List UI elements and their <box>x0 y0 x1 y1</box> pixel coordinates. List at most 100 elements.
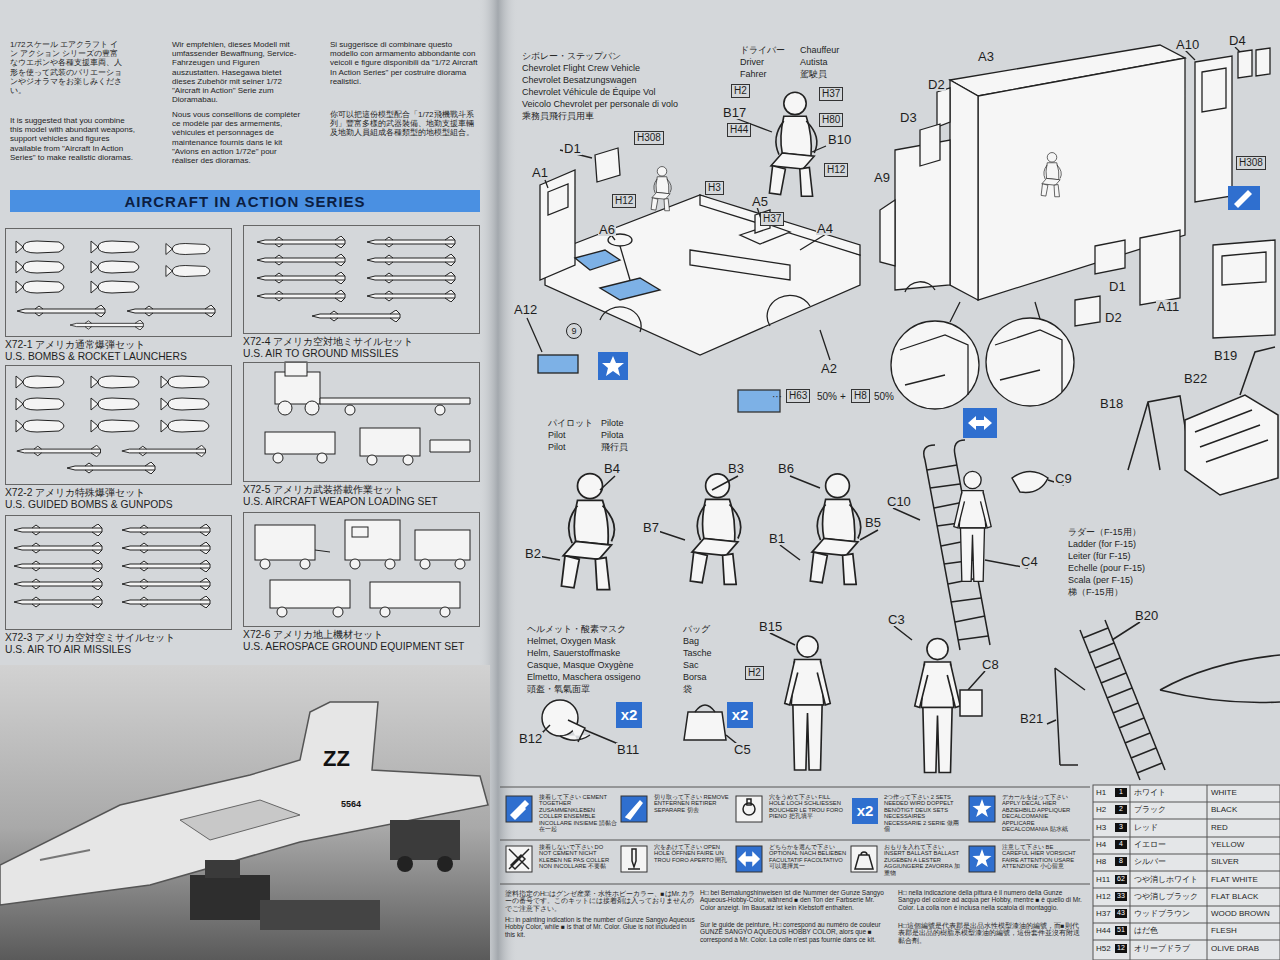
legend-text: どちらかを選んで下さい OPTIONAL NACH BELIEBEN FACUL… <box>769 844 847 870</box>
text: H□ in painting indication is the number … <box>505 916 695 938</box>
text: Pilot <box>548 442 566 452</box>
quantity-badge: x2 <box>727 702 753 728</box>
text: 乘務員飛行員用車 <box>522 111 594 121</box>
node-text: AIRCRAFT IN ACTION SERIES <box>124 193 365 210</box>
part-number: C5 <box>733 743 752 756</box>
part-number: B22 <box>1183 372 1208 385</box>
paint-callout: H2 <box>745 666 764 680</box>
part-number: B18 <box>1099 397 1124 410</box>
text: H2 <box>1096 805 1106 814</box>
symbol-star <box>973 849 992 867</box>
photo-marking: ZZ <box>322 748 351 770</box>
color-number: 4 <box>1115 840 1127 849</box>
text: H□ nella indicazione della pittura è il … <box>898 889 1083 911</box>
part-number: B12 <box>518 732 543 745</box>
part-number: B4 <box>603 462 621 475</box>
text: Sur le guide de peinture, H□ correspond … <box>700 921 890 943</box>
symbol-mark <box>509 849 529 869</box>
paint-callout: H308 <box>1236 156 1266 170</box>
part-number: B11 <box>616 743 640 756</box>
text: Echelle (pour F-15) <box>1068 563 1145 573</box>
text: Si suggerisce di combinare questo modell… <box>330 40 480 86</box>
symbol-mark <box>743 799 755 815</box>
legend-symbol <box>505 845 533 873</box>
part-number: D2 <box>1104 311 1123 324</box>
text: Pilot <box>548 430 566 440</box>
node-text: H2 <box>734 85 747 97</box>
decal-number: 9 <box>566 323 582 339</box>
text: Chevrolet Véhicule de Équipe Vol <box>522 87 656 97</box>
node-text: U.S. AIRCRAFT WEAPON LOADING SET <box>243 496 480 508</box>
legend-symbol <box>735 795 763 823</box>
text: Sac <box>683 660 699 670</box>
node-text: H3 <box>708 182 721 194</box>
legend-symbol <box>735 845 763 873</box>
text: ヘルメット・酸素マスク <box>527 624 626 634</box>
part-number: B7 <box>642 521 660 534</box>
text: Chevrolet Flight Crew Vehicle <box>522 63 640 73</box>
part-number: A11 <box>1156 300 1180 313</box>
text: H37 <box>1096 909 1111 918</box>
legend-text: 切り取って下さい REMOVE ENTFERNEN RETIRER SEPARA… <box>654 794 732 813</box>
text: ラダー（F-15用） <box>1068 527 1141 537</box>
text: Pilota <box>601 430 624 440</box>
part-number: A9 <box>873 171 891 184</box>
text: Veicolo Chevrolet per personale di volo <box>522 99 678 109</box>
text: シルバー <box>1134 857 1166 866</box>
node-text: x2 <box>727 702 753 728</box>
node-text: X72-1 アメリカ通常爆弾セット <box>5 339 232 351</box>
node-text: x2 <box>852 798 878 824</box>
text: Borsa <box>683 672 707 682</box>
text: H11 <box>1096 875 1110 884</box>
ladders <box>893 440 1280 780</box>
part-number: C9 <box>1054 472 1073 485</box>
text: It is suggested that you combine this mo… <box>10 116 138 162</box>
text: Helm, Sauerstoffmaske <box>527 648 620 658</box>
text: Helmet, Oxygen Mask <box>527 636 616 646</box>
pilot-gear <box>538 476 982 748</box>
text: ホワイト <box>1134 788 1166 797</box>
node-text: H308 <box>637 132 661 144</box>
text: Bag <box>683 636 699 646</box>
text: H1 <box>1096 788 1106 797</box>
part-number: B6 <box>777 462 795 475</box>
symbol-mark <box>855 852 873 869</box>
node-text: H44 <box>730 124 748 136</box>
symbol-ground <box>736 796 762 822</box>
part-number: B15 <box>758 620 783 633</box>
symbol-ground <box>969 846 995 872</box>
text: + <box>840 391 846 403</box>
text: Scala (per F-15) <box>1068 575 1133 585</box>
legend-text: 2つ作って下さい 2 SETS NEEDED WIRD DOPPELT BENÖ… <box>884 794 962 832</box>
text: 駕駛員 <box>800 69 827 79</box>
part-number: D2 <box>927 78 946 91</box>
text: H□這個編號是代表郡是出品水性模型漆油的編號，而■則代表郡是出品的樹脂系模型漆油… <box>898 922 1083 944</box>
node-text: U.S. AIR TO GROUND MISSILES <box>243 348 480 360</box>
color-number: 62 <box>1115 875 1127 884</box>
node-text: X72-4 アメリカ空対地ミサイルセット <box>243 336 480 348</box>
part-number: A5 <box>751 195 769 208</box>
legend-text: 接着して下さい CEMENT TOGETHER ZUSAMMENKLEBEN C… <box>539 794 617 832</box>
legend-symbol <box>505 795 533 823</box>
legend-frame <box>500 785 1280 960</box>
part-number: C4 <box>1020 555 1039 568</box>
part-number: A3 <box>977 50 995 63</box>
part-number: B5 <box>864 516 882 529</box>
text: 50% <box>874 391 894 403</box>
text: Wir empfehlen, dieses Modell mit umfasse… <box>172 40 304 104</box>
legend-symbol <box>850 845 878 873</box>
text: FLESH <box>1211 926 1237 935</box>
symbol-ground <box>506 796 532 822</box>
text: Autista <box>800 57 828 67</box>
text: 塗料指定のH□はグンゼ産業・水性ホビーカラー、■はMr.カラーの番号です。このキ… <box>505 890 695 912</box>
series-banner: AIRCRAFT IN ACTION SERIES <box>10 190 480 212</box>
node-text: x2 <box>616 702 642 728</box>
product-frame <box>5 228 232 337</box>
text: イエロー <box>1134 840 1166 849</box>
text: Ladder (for F-15) <box>1068 539 1136 549</box>
symbol-ground <box>506 846 532 872</box>
part-number: B10 <box>827 133 852 146</box>
node-text: H8 <box>854 390 867 402</box>
photo-marking: 5564 <box>340 800 362 809</box>
